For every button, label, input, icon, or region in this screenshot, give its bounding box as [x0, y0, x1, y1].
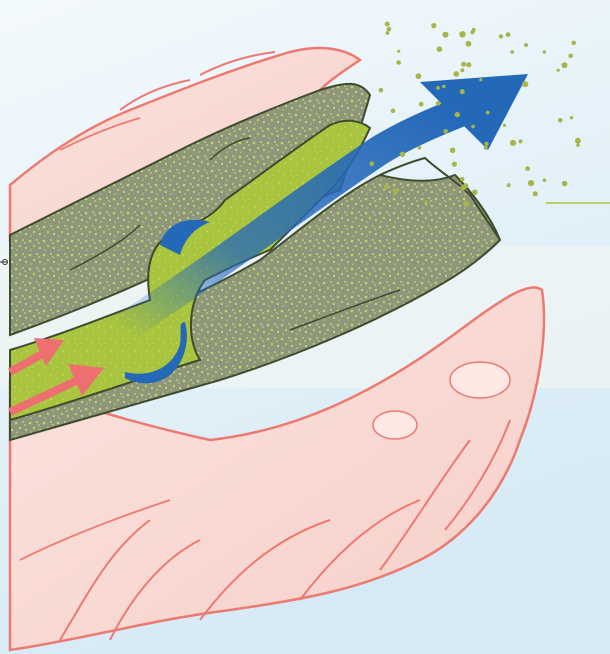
- particle-dot: [460, 185, 466, 191]
- particle-dot: [507, 183, 511, 187]
- particle-dot: [396, 60, 401, 65]
- particle-dot: [431, 23, 436, 28]
- particle-dot: [519, 139, 523, 143]
- particle-dot: [543, 178, 547, 182]
- particle-dot: [471, 125, 475, 129]
- particle-dot: [436, 86, 440, 90]
- particle-dot: [506, 32, 511, 37]
- particle-dot: [424, 200, 427, 203]
- particle-dot: [442, 85, 445, 88]
- particle-dot: [499, 34, 503, 38]
- particle-dot: [393, 188, 398, 193]
- particle-dot: [571, 41, 576, 46]
- particle-dot: [543, 50, 546, 53]
- particle-dot: [562, 181, 568, 187]
- particle-dot: [472, 190, 477, 195]
- particle-dot: [418, 146, 422, 150]
- particle-dot: [455, 112, 460, 117]
- particle-dot: [557, 69, 560, 72]
- particle-dot: [437, 46, 443, 52]
- particle-dot: [558, 118, 563, 123]
- particle-dot: [397, 50, 400, 53]
- particle-dot: [525, 166, 530, 171]
- particle-dot: [391, 109, 396, 114]
- particle-dot: [510, 50, 514, 54]
- particle-dot: [570, 116, 573, 119]
- particle-dot: [416, 73, 422, 79]
- particle-dot: [461, 62, 466, 67]
- particle-dot: [510, 140, 516, 146]
- particle-dot: [452, 162, 457, 167]
- particle-dot: [384, 185, 389, 190]
- particle-dot: [453, 71, 459, 77]
- particle-dot: [459, 31, 465, 37]
- particle-dot: [460, 68, 464, 72]
- particle-dot: [466, 41, 472, 47]
- particle-dot: [503, 124, 506, 127]
- particle-dot: [379, 88, 384, 93]
- particle-dot: [524, 43, 528, 47]
- particle-dot: [562, 62, 568, 68]
- particle-dot: [385, 22, 390, 27]
- particle-dot: [460, 89, 465, 94]
- particle-dot: [387, 27, 392, 32]
- particle-dot: [576, 143, 580, 147]
- particle-dot: [450, 148, 456, 154]
- particle-dot: [463, 201, 469, 207]
- particle-dot: [400, 152, 405, 157]
- particle-dot: [419, 102, 424, 107]
- particle-dot: [370, 161, 375, 166]
- particle-dot: [386, 31, 390, 35]
- particle-dot: [470, 30, 474, 34]
- particle-dot: [443, 32, 449, 38]
- particle-dot: [522, 81, 528, 87]
- particle-dot: [484, 146, 488, 150]
- particle-dot: [436, 101, 441, 106]
- particle-dot: [466, 62, 471, 67]
- particle-dot: [568, 54, 573, 59]
- particle-dot: [533, 191, 538, 196]
- particle-dot: [460, 177, 465, 182]
- particle-dot: [528, 180, 534, 186]
- particle-dot: [484, 142, 488, 146]
- particle-dot: [486, 111, 490, 115]
- particle-dot: [479, 78, 482, 81]
- particle-dot: [443, 129, 448, 134]
- particle-dot: [575, 138, 581, 144]
